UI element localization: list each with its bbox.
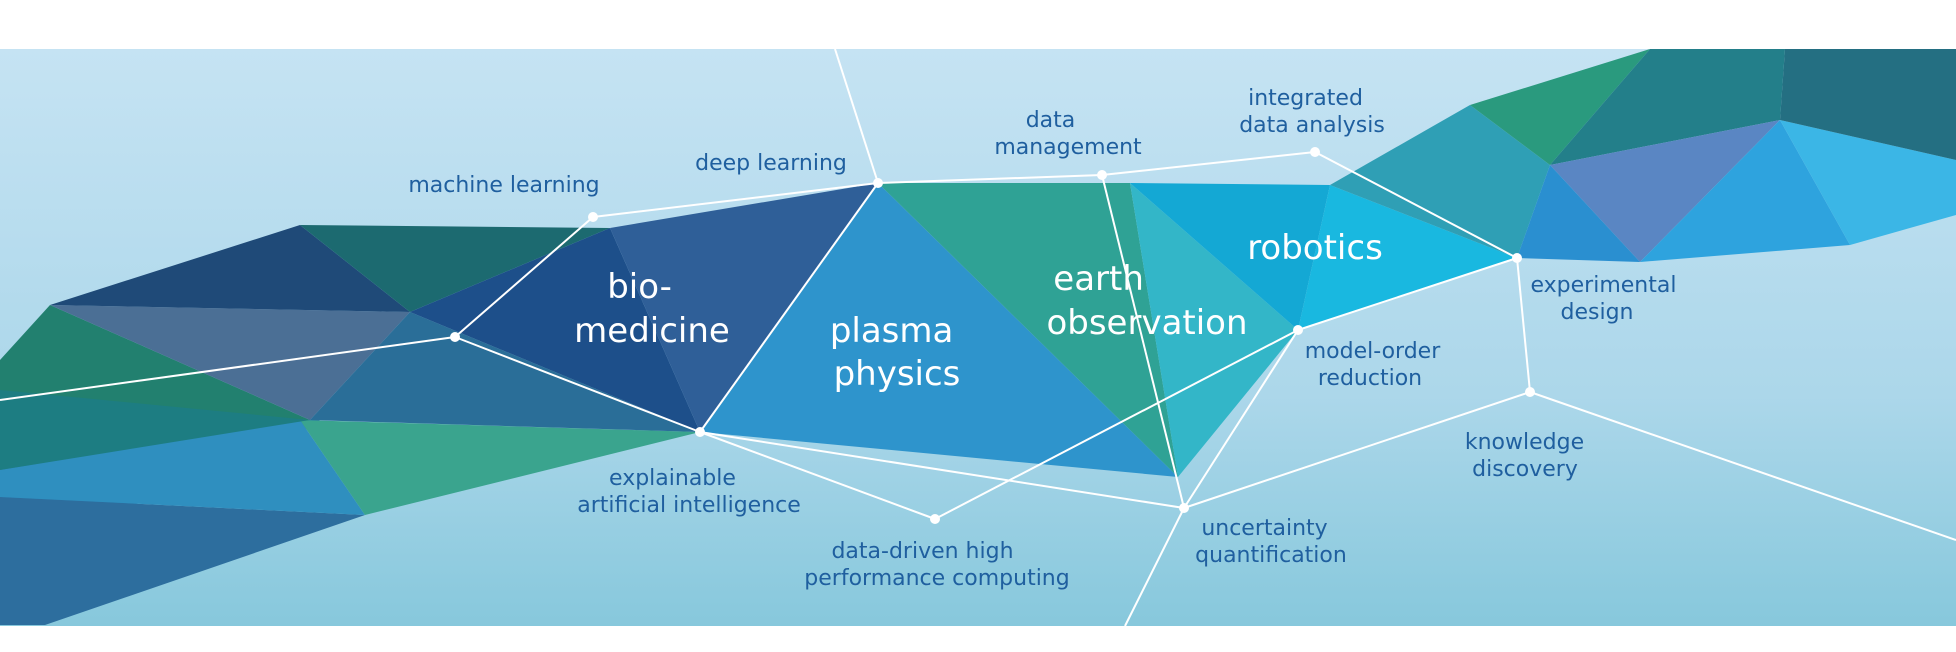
- method-label-data-driven-hpc: data-driven high performance computing: [804, 539, 1069, 591]
- polygon-facet: [0, 305, 310, 420]
- network-edge: [699, 431, 936, 520]
- network-edge: [454, 216, 594, 338]
- polygon-facet: [878, 183, 1178, 477]
- polygon-facet: [0, 497, 365, 625]
- polygon-facet: [300, 225, 610, 312]
- method-label-data-management: data management: [994, 108, 1142, 160]
- polygon-facet: [610, 183, 878, 432]
- polygon-facet: [50, 305, 410, 420]
- network-edge: [1183, 391, 1531, 509]
- polygon-facet: [700, 183, 1178, 477]
- polygon-facet: [300, 420, 700, 515]
- network-edge: [1529, 391, 1956, 541]
- network-edge: [699, 431, 1185, 509]
- network-edge: [1124, 507, 1185, 627]
- polygon-facet: [1298, 185, 1517, 330]
- polygon-band: [0, 49, 1956, 625]
- network-edge: [1101, 174, 1185, 509]
- network-node: [1512, 253, 1522, 263]
- polygon-facet: [1330, 105, 1550, 258]
- polygon-facet: [1780, 49, 1956, 160]
- method-label-model-order-reduction: model-order reduction: [1305, 339, 1448, 391]
- polygon-facet: [1130, 183, 1330, 330]
- network-edge: [1297, 257, 1518, 331]
- network-edge: [699, 182, 879, 433]
- network-nodes: [450, 147, 1535, 524]
- network-edge: [1516, 257, 1531, 393]
- network-edge: [834, 48, 879, 184]
- method-label-experimental-design: experimental design: [1531, 273, 1684, 325]
- network-node: [695, 427, 705, 437]
- domain-label-plasma-physics: plasma physics: [830, 311, 964, 394]
- network-edge: [1314, 151, 1518, 259]
- network-node: [450, 332, 460, 342]
- network-node: [930, 514, 940, 524]
- network-edge: [1183, 329, 1299, 509]
- network-node: [588, 212, 598, 222]
- domain-label-earth-observation: earth observation: [1046, 259, 1247, 343]
- network-edge: [877, 174, 1103, 184]
- polygon-facet: [1130, 183, 1298, 477]
- network-node: [1293, 325, 1303, 335]
- method-label-knowledge-discovery: knowledge discovery: [1465, 430, 1591, 482]
- polygon-facet: [1470, 49, 1650, 165]
- polygon-facet: [410, 228, 700, 432]
- domain-label-robotics: robotics: [1247, 228, 1383, 268]
- domain-label-biomedicine: bio- medicine: [574, 267, 730, 351]
- polygon-facet: [1550, 120, 1780, 262]
- polygon-facet: [50, 225, 410, 312]
- network-node: [1525, 387, 1535, 397]
- network-node: [1097, 170, 1107, 180]
- network-node: [1179, 503, 1189, 513]
- method-label-integrated-data-analysis: integrated data analysis: [1239, 86, 1385, 138]
- polygon-facet: [1550, 49, 1785, 165]
- polygon-facet: [0, 380, 310, 470]
- network-edge: [454, 336, 701, 433]
- network-node: [1310, 147, 1320, 157]
- method-label-machine-learning: machine learning: [408, 173, 599, 198]
- network-edge: [0, 336, 456, 401]
- network-edges: [0, 48, 1956, 627]
- network-edge: [592, 182, 879, 218]
- polygon-facet: [1517, 165, 1640, 262]
- polygon-facet: [1780, 120, 1956, 245]
- polygon-facet: [0, 420, 365, 515]
- method-label-deep-learning: deep learning: [695, 151, 847, 176]
- domain-labels: bio- medicine plasma physics earth obser…: [574, 228, 1383, 394]
- method-labels: machine learning deep learning data mana…: [408, 86, 1684, 591]
- network-node: [873, 178, 883, 188]
- method-label-uncertainty-quantification: uncertainty quantification: [1195, 516, 1347, 568]
- network-edge: [1101, 151, 1316, 176]
- polygon-facet: [310, 312, 700, 432]
- polygon-facet: [1640, 120, 1850, 262]
- method-label-explainable-ai: explainable artificial intelligence: [577, 466, 801, 518]
- network-edge: [934, 329, 1299, 520]
